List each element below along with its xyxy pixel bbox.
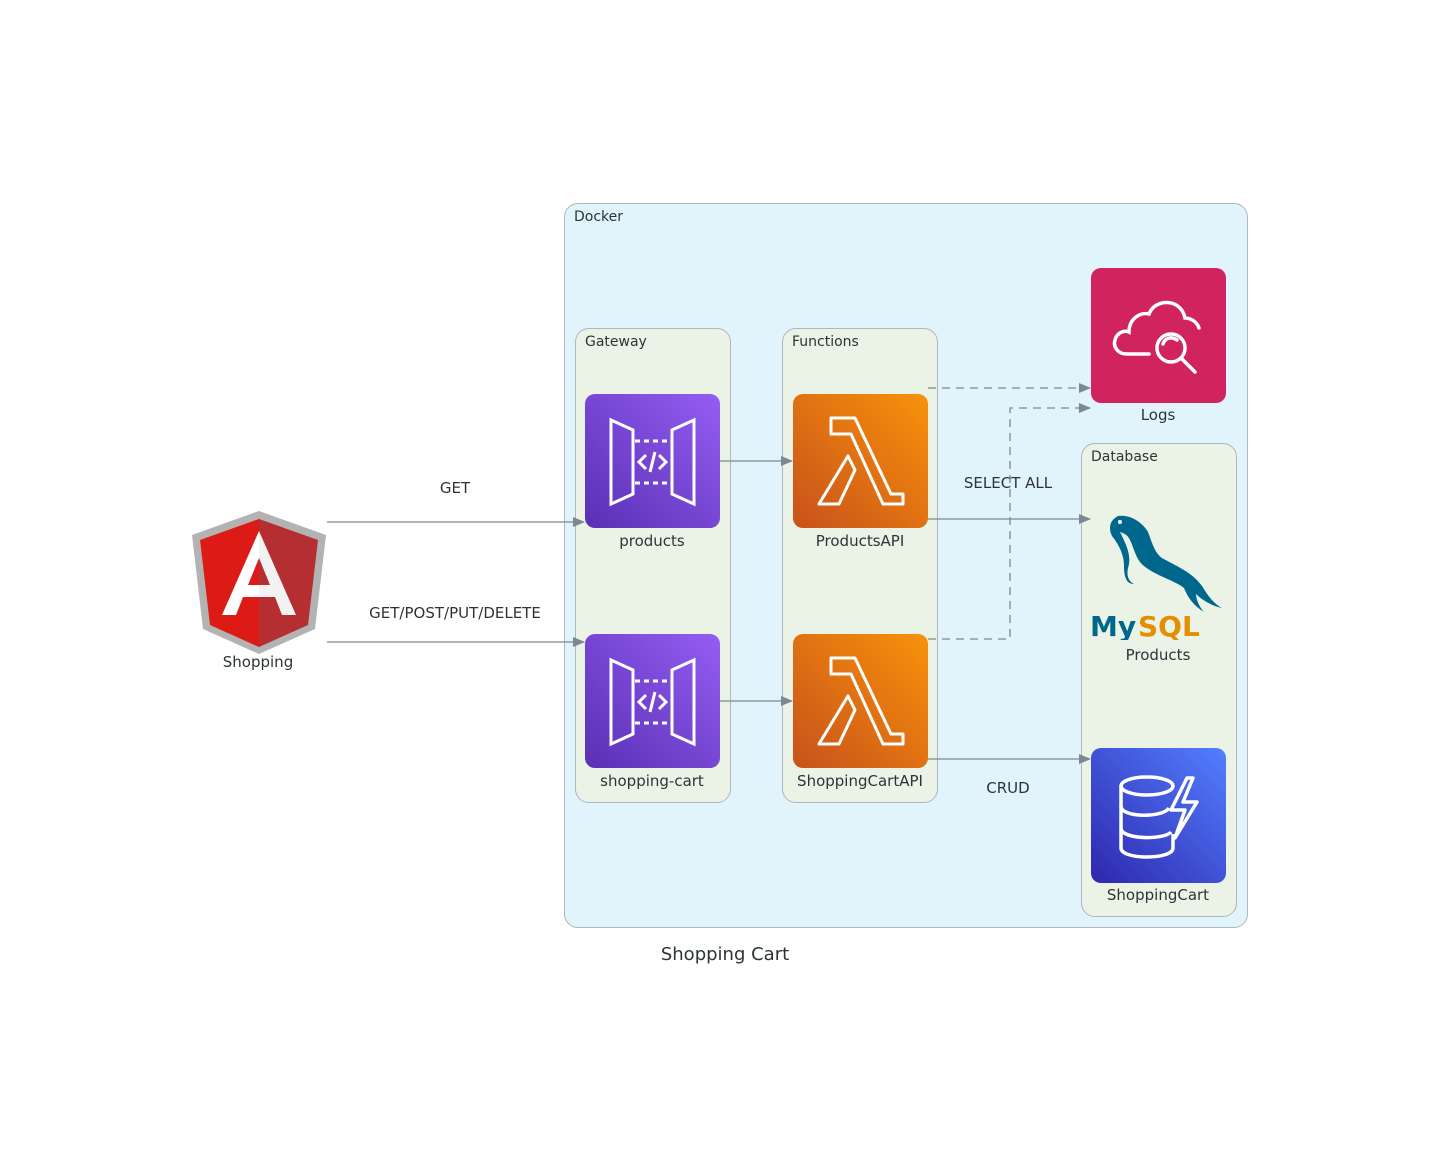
docker-cluster-label: Docker [574,209,624,225]
api-gateway-icon [585,394,720,528]
svg-text:SQL: SQL [1138,610,1200,640]
diagram-title: Shopping Cart [660,944,790,965]
edge-cartapi-to-logs [928,403,1091,640]
edge-label-crud-methods: GET/POST/PUT/DELETE [369,604,541,622]
angular-icon [192,511,326,654]
lambda-icon [793,634,928,768]
api-gateway-icon [585,634,720,768]
edge-label-get: GET [439,479,471,497]
logs-label: Logs [1140,406,1176,424]
svg-text:My: My [1090,610,1136,640]
database-cluster-label: Database [1091,449,1158,465]
gw-products-label: products [619,532,685,550]
edge-label-crud: CRUD [986,779,1030,797]
client-label: Shopping [222,653,294,671]
gw-cart-label: shopping-cart [600,772,704,790]
lambda-icon [793,394,928,528]
gateway-cluster-label: Gateway [585,334,647,350]
fn-cart-label: ShoppingCartAPI [797,772,923,790]
fn-products-label: ProductsAPI [815,532,905,550]
mysql-icon: My SQL [1090,508,1228,643]
db-products-label: Products [1125,646,1191,664]
edge-label-select-all: SELECT ALL [963,474,1053,492]
functions-cluster-label: Functions [792,334,859,350]
db-cart-label: ShoppingCart [1106,886,1210,904]
cloudwatch-icon [1091,268,1226,403]
dynamodb-icon [1091,748,1226,883]
